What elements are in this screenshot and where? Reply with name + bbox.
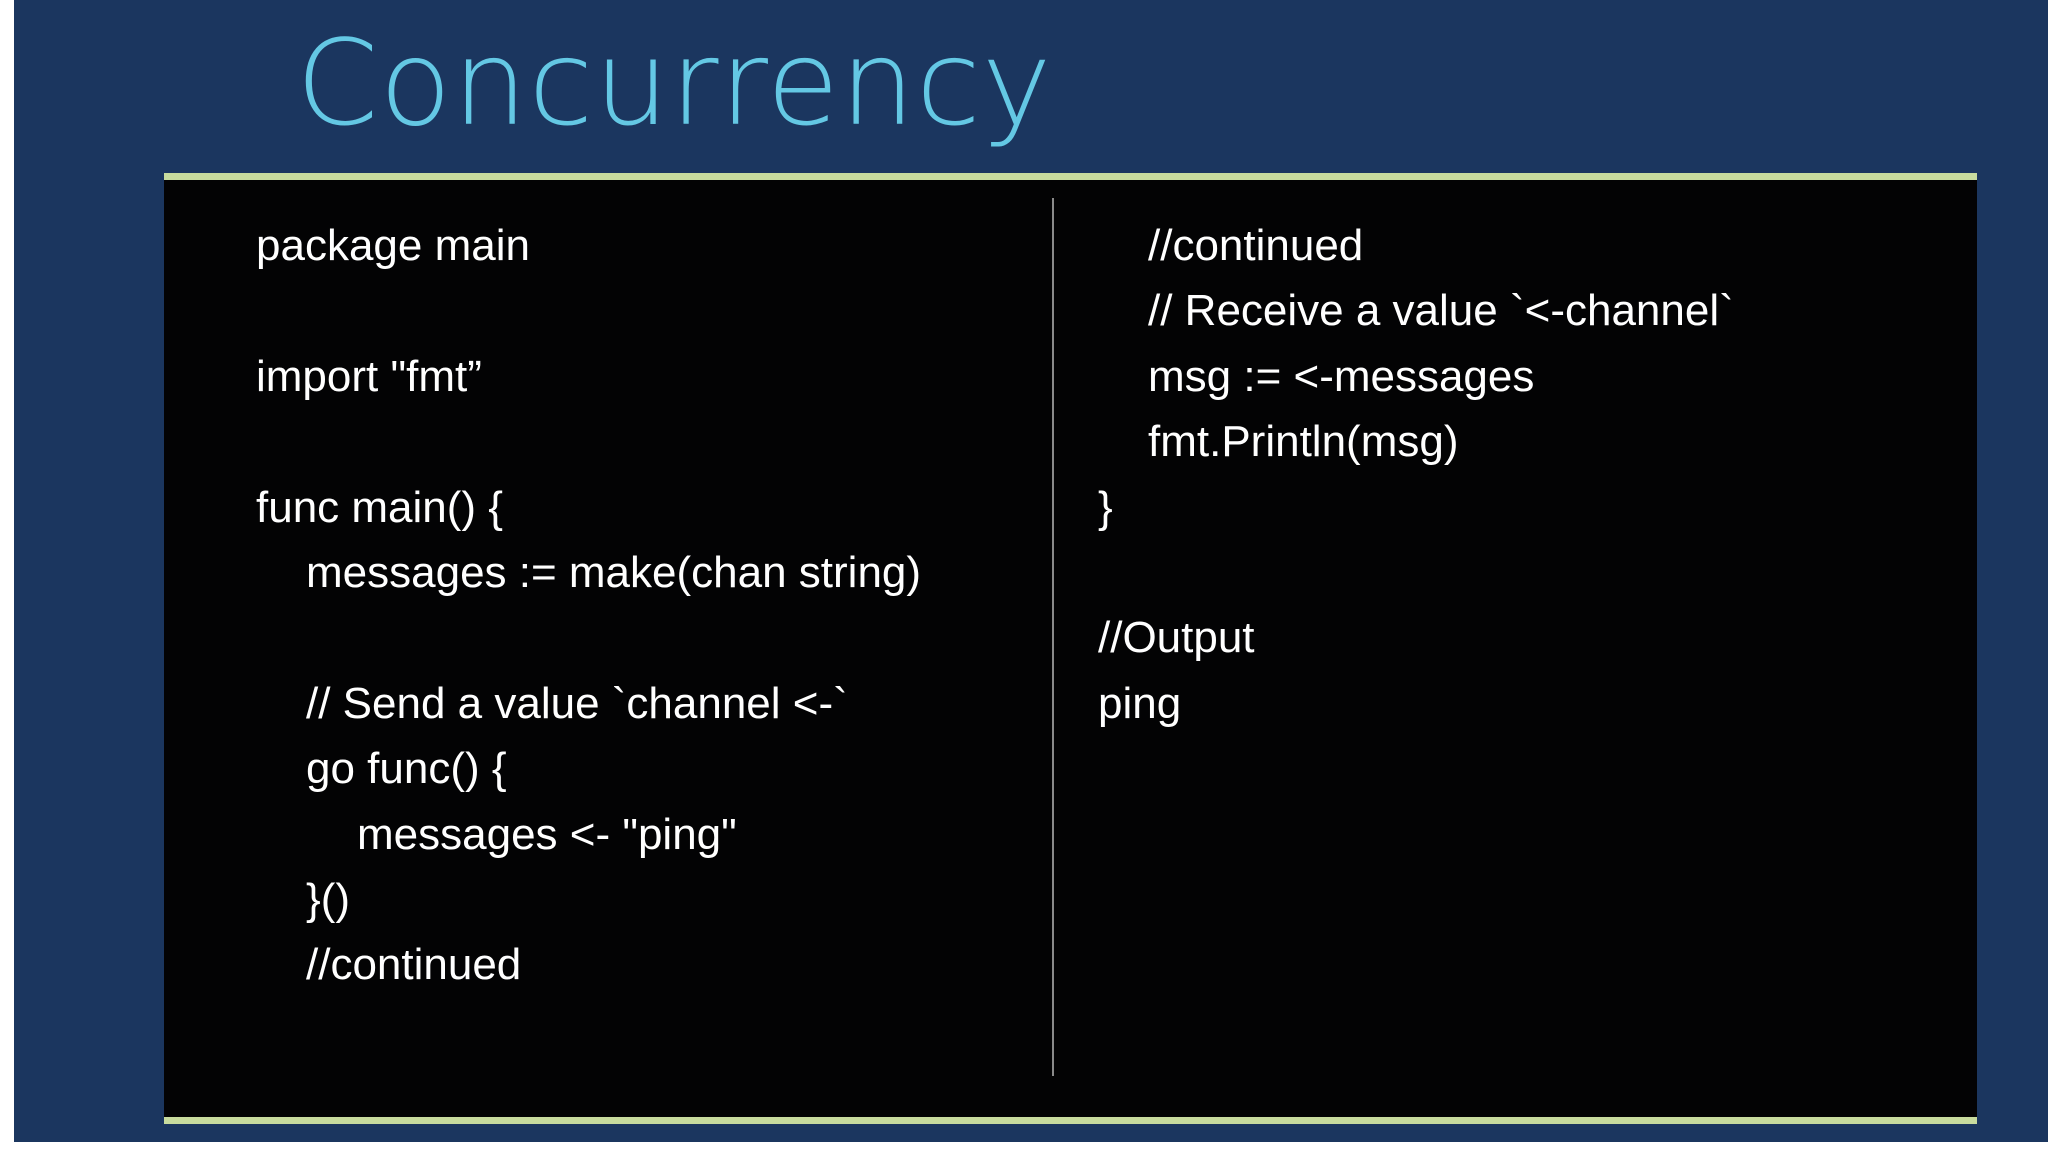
code-line: ping [1098,678,1182,728]
slide-title: Concurrency [296,14,1053,152]
code-line [256,605,921,670]
code-line: package main [256,221,530,270]
code-line: }() [306,874,350,924]
slide: Concurrency package main import "fmt” func… [14,0,2048,1142]
code-line: fmt.Println(msg) [1148,417,1459,467]
code-line [1098,540,1734,605]
code-line [256,409,921,474]
code-line: func main() { [256,482,503,532]
code-column-right: //continued // Receive a value `<-channel… [1098,213,1734,736]
code-line: //continued [306,940,522,990]
code-line: go func() { [306,744,507,794]
code-line: messages <- "ping" [357,809,737,859]
code-line: // Receive a value `<-channel` [1148,286,1734,336]
code-line: //continued [1148,221,1364,270]
bottom-rule [164,1117,1977,1124]
code-panel: package main import "fmt” func main() { mes… [164,180,1977,1117]
code-line: import "fmt” [256,351,482,401]
code-column-left: package main import "fmt” func main() { mes… [256,213,921,998]
column-divider [1052,198,1054,1076]
code-line: msg := <-messages [1148,351,1535,401]
code-line: //Output [1098,613,1255,663]
code-line [256,278,921,343]
code-line: messages := make(chan string) [306,547,922,597]
top-rule [164,173,1977,180]
code-line: // Send a value `channel <-` [306,678,848,728]
code-line: } [1098,482,1113,532]
